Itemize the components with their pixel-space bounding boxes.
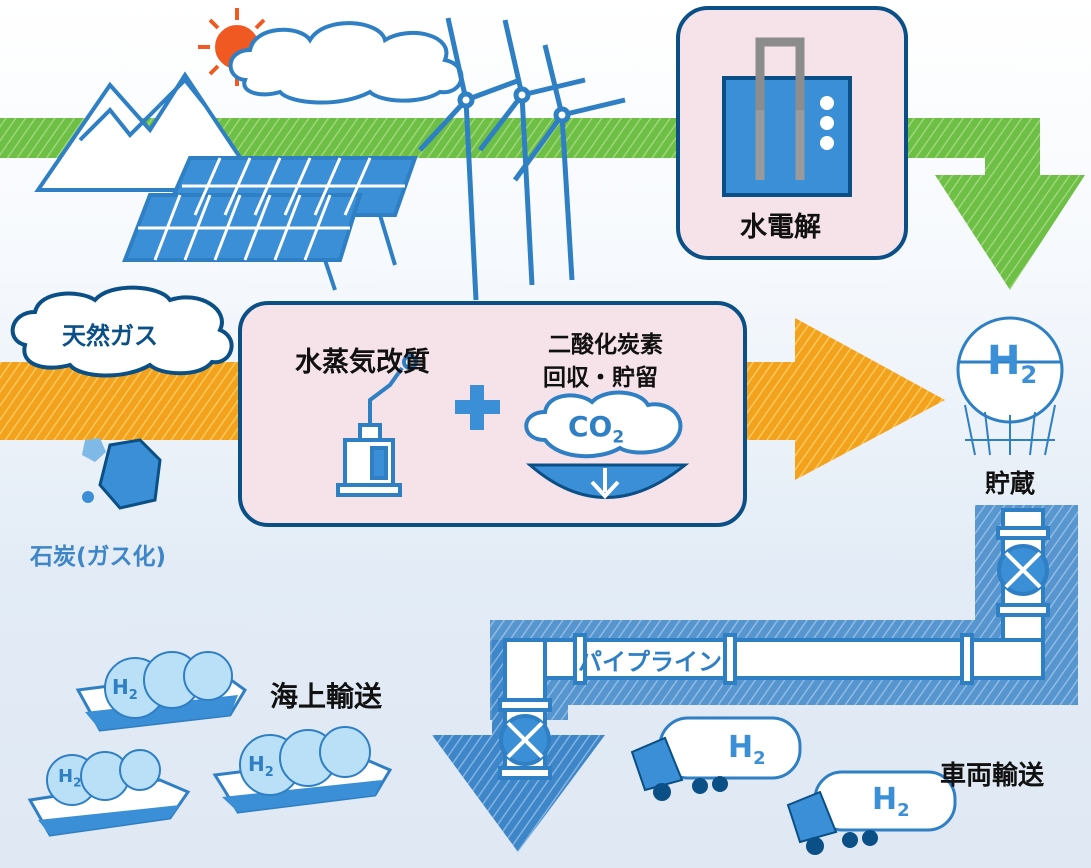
- truck-1-h2-subscript: 2: [753, 748, 766, 769]
- ship-1-h2-subscript: 2: [128, 688, 138, 703]
- h2-storage-tank-icon: [956, 316, 1064, 456]
- co2-text: CO: [568, 410, 613, 443]
- ship-2-h2-text: H: [58, 766, 74, 787]
- ccs-label-line2: 回収・貯留: [543, 365, 658, 391]
- truck-2-h2-subscript: 2: [897, 800, 910, 821]
- h2-tank-subscript: 2: [1020, 361, 1038, 389]
- cloud-icon: [228, 21, 464, 105]
- truck-1-h2-text: H: [728, 730, 754, 765]
- truck-1-h2-label: H2: [728, 730, 766, 769]
- solar-panel-icon: [122, 156, 418, 291]
- plus-icon: [455, 385, 500, 430]
- electrolysis-tank-icon: [722, 76, 852, 197]
- electrolysis-label: 水電解: [740, 212, 821, 243]
- ship-2-h2-subscript: 2: [73, 775, 82, 790]
- co2-label: CO2: [568, 410, 624, 448]
- pipeline-channel: [490, 505, 1078, 720]
- ship-1-h2-label: H2: [112, 675, 138, 703]
- truck-icon-2: [786, 770, 957, 855]
- storage-label: 貯蔵: [985, 469, 1036, 498]
- reforming-box: [238, 301, 747, 527]
- ship-icon-2: [27, 749, 191, 837]
- coal-label: 石炭(ガス化): [30, 544, 167, 570]
- truck-2-h2-text: H: [872, 782, 898, 817]
- ship-3-h2-text: H: [248, 752, 265, 776]
- natural-gas-label: 天然ガス: [62, 322, 158, 350]
- natural-gas-cloud: [10, 285, 234, 378]
- ship-1-h2-text: H: [112, 675, 129, 699]
- h2-tank-text: H: [987, 338, 1021, 384]
- steam-reforming-label: 水蒸気改質: [295, 347, 430, 378]
- ship-icon-3: [212, 726, 393, 814]
- co2-storage-icon: [524, 390, 690, 499]
- h2-tank-label: H2: [987, 338, 1037, 389]
- electrolysis-box: [676, 6, 908, 260]
- pipeline-label: パイプライン: [578, 648, 722, 676]
- co2-subscript: 2: [612, 427, 625, 448]
- wind-turbine-icon: [418, 17, 626, 301]
- ship-3-h2-subscript: 2: [264, 765, 274, 780]
- reformer-machine-icon: [336, 354, 418, 497]
- vehicle-transport-label: 車両輸送: [940, 761, 1045, 791]
- truck-icon-1: [630, 716, 802, 801]
- coal-icon: [82, 438, 162, 510]
- ship-icon-1: [75, 651, 247, 732]
- ship-3-h2-label: H2: [248, 752, 274, 780]
- pipeline: [498, 508, 1050, 780]
- ship-2-h2-label: H2: [58, 766, 81, 790]
- ccs-label-line1: 二酸化炭素: [548, 332, 663, 358]
- truck-2-h2-label: H2: [872, 782, 910, 821]
- sea-transport-label: 海上輸送: [270, 680, 383, 713]
